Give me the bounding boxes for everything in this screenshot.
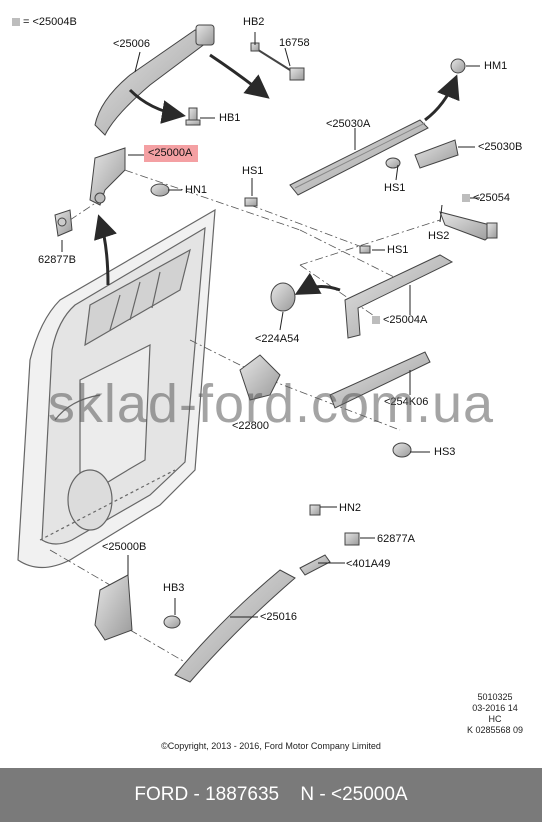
lower-rail-part [344,254,454,339]
callout-25006[interactable]: <25006 [113,38,151,50]
lower-bracket-part [94,574,181,641]
upper-rail-part [289,119,429,196]
callout-hs1-lower[interactable]: HS1 [387,244,409,256]
callout-25054-text: <25054 [473,192,511,204]
legend-square-icon [462,194,470,202]
callout-hb1[interactable]: HB1 [219,112,241,124]
footer-part-number: FORD - 1887635 [134,784,280,805]
watermark: sklad-ford.com.ua [47,374,495,434]
callout-hs2[interactable]: HS2 [428,230,450,242]
bolt-hb1 [185,107,201,126]
callout-hs1-left[interactable]: HS1 [242,165,264,177]
rail-end-part [414,139,459,169]
callout-224a54[interactable]: <224A54 [255,333,300,345]
callout-401a49[interactable]: <401A49 [346,558,391,570]
lower-guide-rail-part [174,569,296,683]
cap-hm1 [450,58,466,74]
callout-hb2[interactable]: HB2 [243,16,265,28]
legend-label: = <25004B [23,16,77,28]
callout-lines [61,32,480,618]
callout-hm1[interactable]: HM1 [484,60,508,72]
drawing-metadata: 5010325 03-2016 14 HC K 0285568 09 [455,692,535,736]
copyright-notice: ©Copyright, 2013 - 2016, Ford Motor Comp… [161,741,381,751]
callout-25004a-text: <25004A [383,314,428,326]
check-strap-bracket [89,147,126,206]
callout-hn2[interactable]: HN2 [339,502,362,514]
callout-hs3[interactable]: HS3 [434,446,456,458]
nut-hn1 [150,183,170,197]
callout-25016[interactable]: <25016 [260,611,298,623]
bolt-hs3 [392,442,412,458]
hinge-pin-part [54,209,73,237]
callout-hs1-mid[interactable]: HS1 [384,182,406,194]
upper-hinge-part [94,24,215,136]
meta-line-4: K 0285568 09 [466,725,524,735]
callout-hn1[interactable]: HN1 [185,184,208,196]
callout-25000b[interactable]: <25000B [102,541,147,553]
door-panel [17,208,216,569]
meta-line-2: 03-2016 14 [472,703,518,713]
callout-25030a[interactable]: <25030A [326,118,371,130]
meta-line-1: 5010325 [477,692,513,702]
callout-25054[interactable]: <25054 [462,192,510,205]
cover-cap-part [270,282,296,312]
direction-arrows [94,53,460,295]
footer-part-code: N - <25000A [300,784,408,805]
meta-line-3: HC [488,714,502,724]
footer-bar: FORD - 1887635 N - <25000A [0,768,542,822]
small-fasteners [299,504,360,576]
callout-62877a[interactable]: 62877A [377,533,415,545]
exploded-parts-drawing [17,24,498,683]
callout-25030b[interactable]: <25030B [478,141,523,153]
callout-25004a[interactable]: <25004A [372,314,427,327]
legend-square-icon [372,316,380,324]
screws-hs1 [244,157,401,254]
callout-16758[interactable]: 16758 [279,37,310,49]
roller-bracket-part [439,211,498,241]
callout-25000a-highlighted[interactable]: <25000A [144,145,199,162]
legend: = <25004B [12,16,77,29]
callout-22800[interactable]: <22800 [232,420,270,432]
callout-62877b[interactable]: 62877B [38,254,76,266]
callout-hb3[interactable]: HB3 [163,582,185,594]
callout-254k06[interactable]: <254K06 [384,396,429,408]
lower-arm-part [239,351,431,409]
legend-square-icon [12,18,20,26]
